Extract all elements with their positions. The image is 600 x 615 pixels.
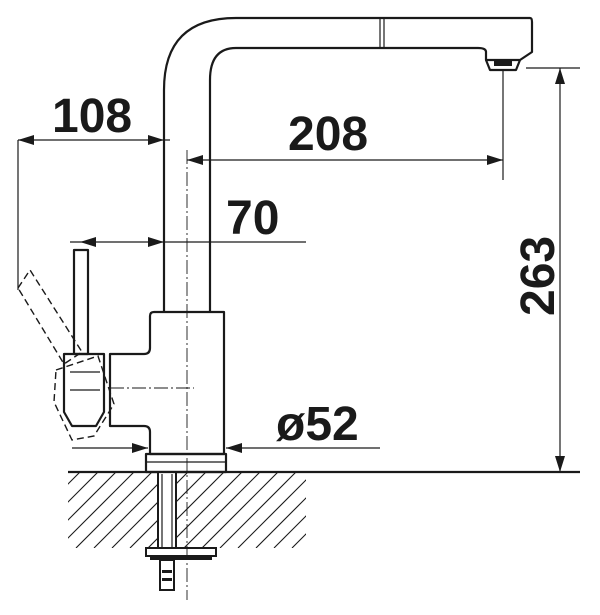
dim-base-diameter: ø52	[72, 398, 380, 453]
dim-label-108: 108	[52, 90, 132, 143]
countertop-section	[68, 470, 580, 548]
center-lines	[17, 140, 194, 600]
dim-label-263: 263	[512, 236, 565, 316]
base-ring	[144, 452, 228, 474]
dim-handle-reach: 108	[18, 90, 170, 150]
dim-body-offset: 70	[70, 192, 306, 247]
dim-label-o52: ø52	[276, 398, 359, 451]
countertop-hatching	[68, 472, 306, 548]
dim-label-208: 208	[288, 108, 368, 161]
body-housing	[108, 310, 226, 456]
dim-label-70: 70	[226, 192, 279, 245]
handle-cartridge	[62, 352, 106, 428]
mounting-stud	[145, 471, 217, 591]
dim-spout-reach: 208	[187, 70, 504, 180]
spout	[162, 16, 534, 312]
handle-swing-outline	[17, 268, 115, 441]
dim-height: 263	[512, 67, 580, 472]
handle-lever	[72, 248, 90, 356]
faucet-body	[62, 16, 534, 474]
